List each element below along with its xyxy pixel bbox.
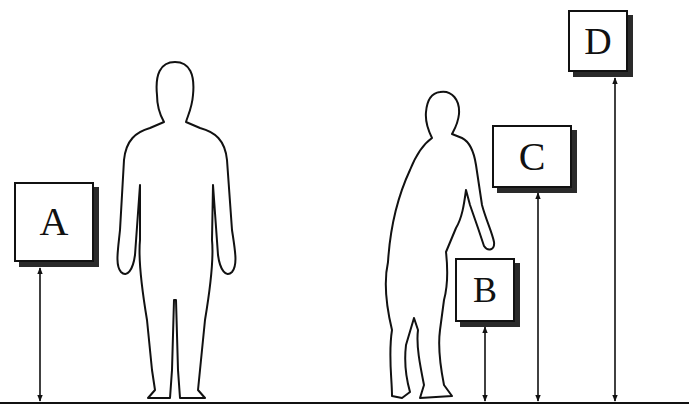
letter-box: D [568,10,628,72]
letter-box: A [14,182,94,262]
height-arrow [537,193,539,401]
height-arrow [484,327,486,401]
standing-figure [117,62,235,398]
box-letter: D [584,22,611,60]
letter-box: C [492,125,572,188]
floor-line [0,402,689,404]
bending-figure [386,92,494,398]
height-arrow [614,78,616,401]
height-arrow [39,268,41,401]
height-arrows [40,78,615,401]
letter-box: B [455,258,515,322]
box-letter: A [40,202,69,242]
box-letter: C [519,137,546,177]
box-letter: B [473,272,497,308]
